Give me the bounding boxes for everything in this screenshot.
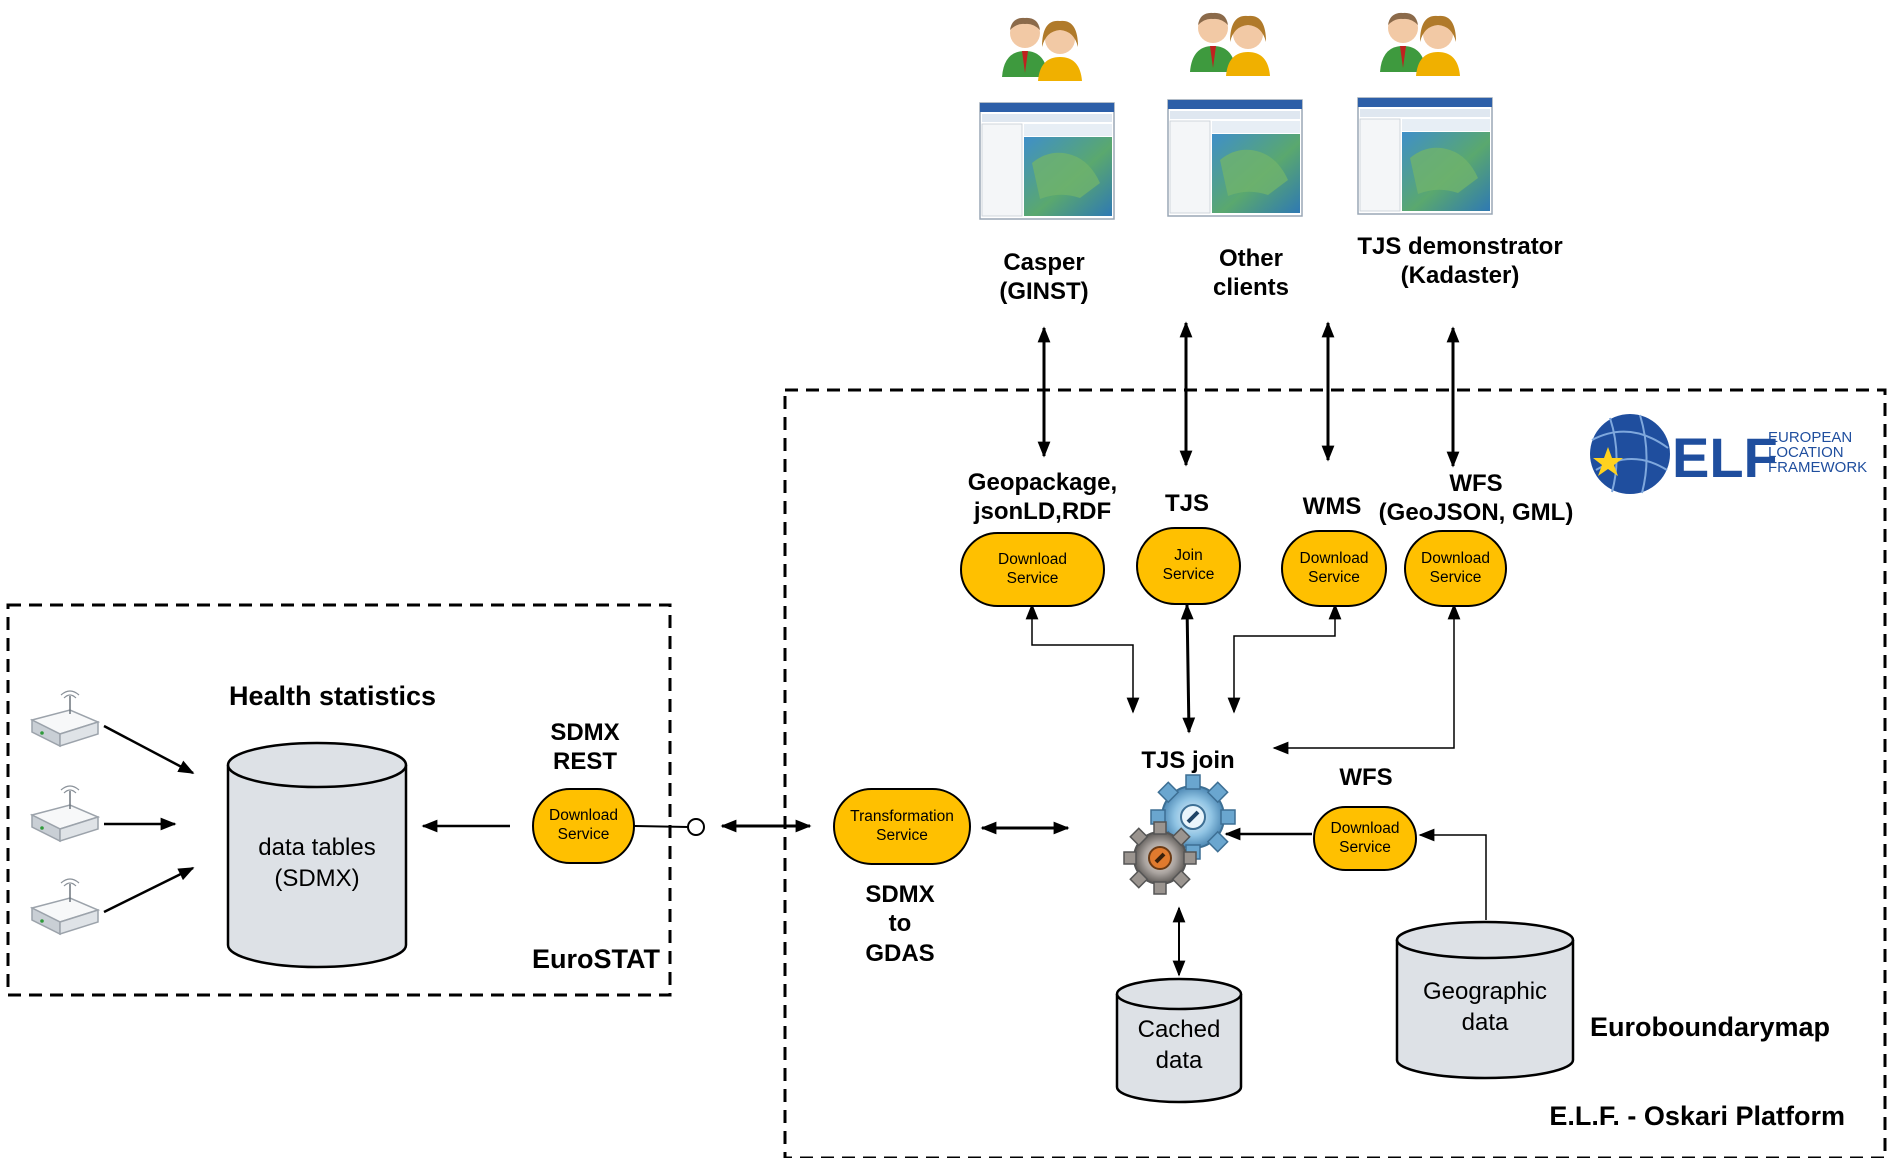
elf-logo: ELF EUROPEAN LOCATION FRAMEWORK: [1590, 414, 1867, 494]
users-icon: [1380, 12, 1460, 76]
router-to-db-arrow: [103, 724, 195, 775]
elf-logo-tagline-2: LOCATION: [1768, 444, 1844, 461]
wfs-to-join-connector: [1272, 603, 1461, 755]
data-tables-label: data tables(SDMX): [258, 834, 376, 893]
users-icon: [1190, 12, 1270, 76]
users-icon: [1002, 17, 1082, 81]
elf-platform-region-border: [783, 388, 1887, 1158]
euroboundarymap-label: Euroboundarymap: [1590, 1012, 1831, 1042]
elf-platform-region-label: E.L.F. - Oskari Platform: [1549, 1101, 1845, 1131]
geopackage-to-join-connector: [1025, 603, 1140, 714]
interface-label-wfs-top: WFS(GeoJSON, GML): [1378, 470, 1574, 527]
interface-label-geopackage: Geopackage,jsonLD,RDF: [967, 469, 1118, 526]
wms-to-join-connector: [1227, 603, 1342, 714]
interface-label-wms: WMS: [1302, 493, 1362, 520]
eurostat-region-label: EuroSTAT: [532, 944, 660, 974]
geodata-to-wfs-connector: [1418, 828, 1487, 920]
health-statistics-title: Health statistics: [228, 681, 437, 711]
router-icon: [29, 878, 101, 936]
router-icon: [29, 785, 101, 843]
geographic-data-cylinder: [1395, 920, 1575, 1080]
elf-logo-tagline-3: FRAMEWORK: [1768, 459, 1867, 476]
interface-label-tjs: TJS: [1164, 490, 1209, 517]
elf-logo-tagline-1: EUROPEAN: [1768, 429, 1852, 446]
client-label-casper: Casper(GINST): [999, 249, 1089, 306]
data-tables-cylinder: [226, 741, 408, 969]
cached-data-cylinder: [1115, 977, 1243, 1104]
client-app-screenshot: [979, 102, 1115, 220]
join-service-to-tjs-join-arrow: [1180, 603, 1196, 734]
interface-label-wfs-right: WFS: [1339, 764, 1393, 791]
router-icon: [29, 690, 101, 748]
elf-logo-wordmark: ELF: [1672, 426, 1778, 489]
tjs-join-gears-icon: [1123, 774, 1236, 895]
sdmx-interface-line: [632, 825, 689, 828]
client-app-screenshot: [1167, 99, 1303, 217]
tjs-join-label: TJS join: [1141, 747, 1235, 774]
client-app-screenshot: [1357, 97, 1493, 215]
router-to-db-arrow: [103, 866, 195, 914]
client-label-tjs-demonstrator: TJS demonstrator(Kadaster): [1357, 233, 1563, 290]
sdmx-interface-socket: [687, 818, 705, 836]
